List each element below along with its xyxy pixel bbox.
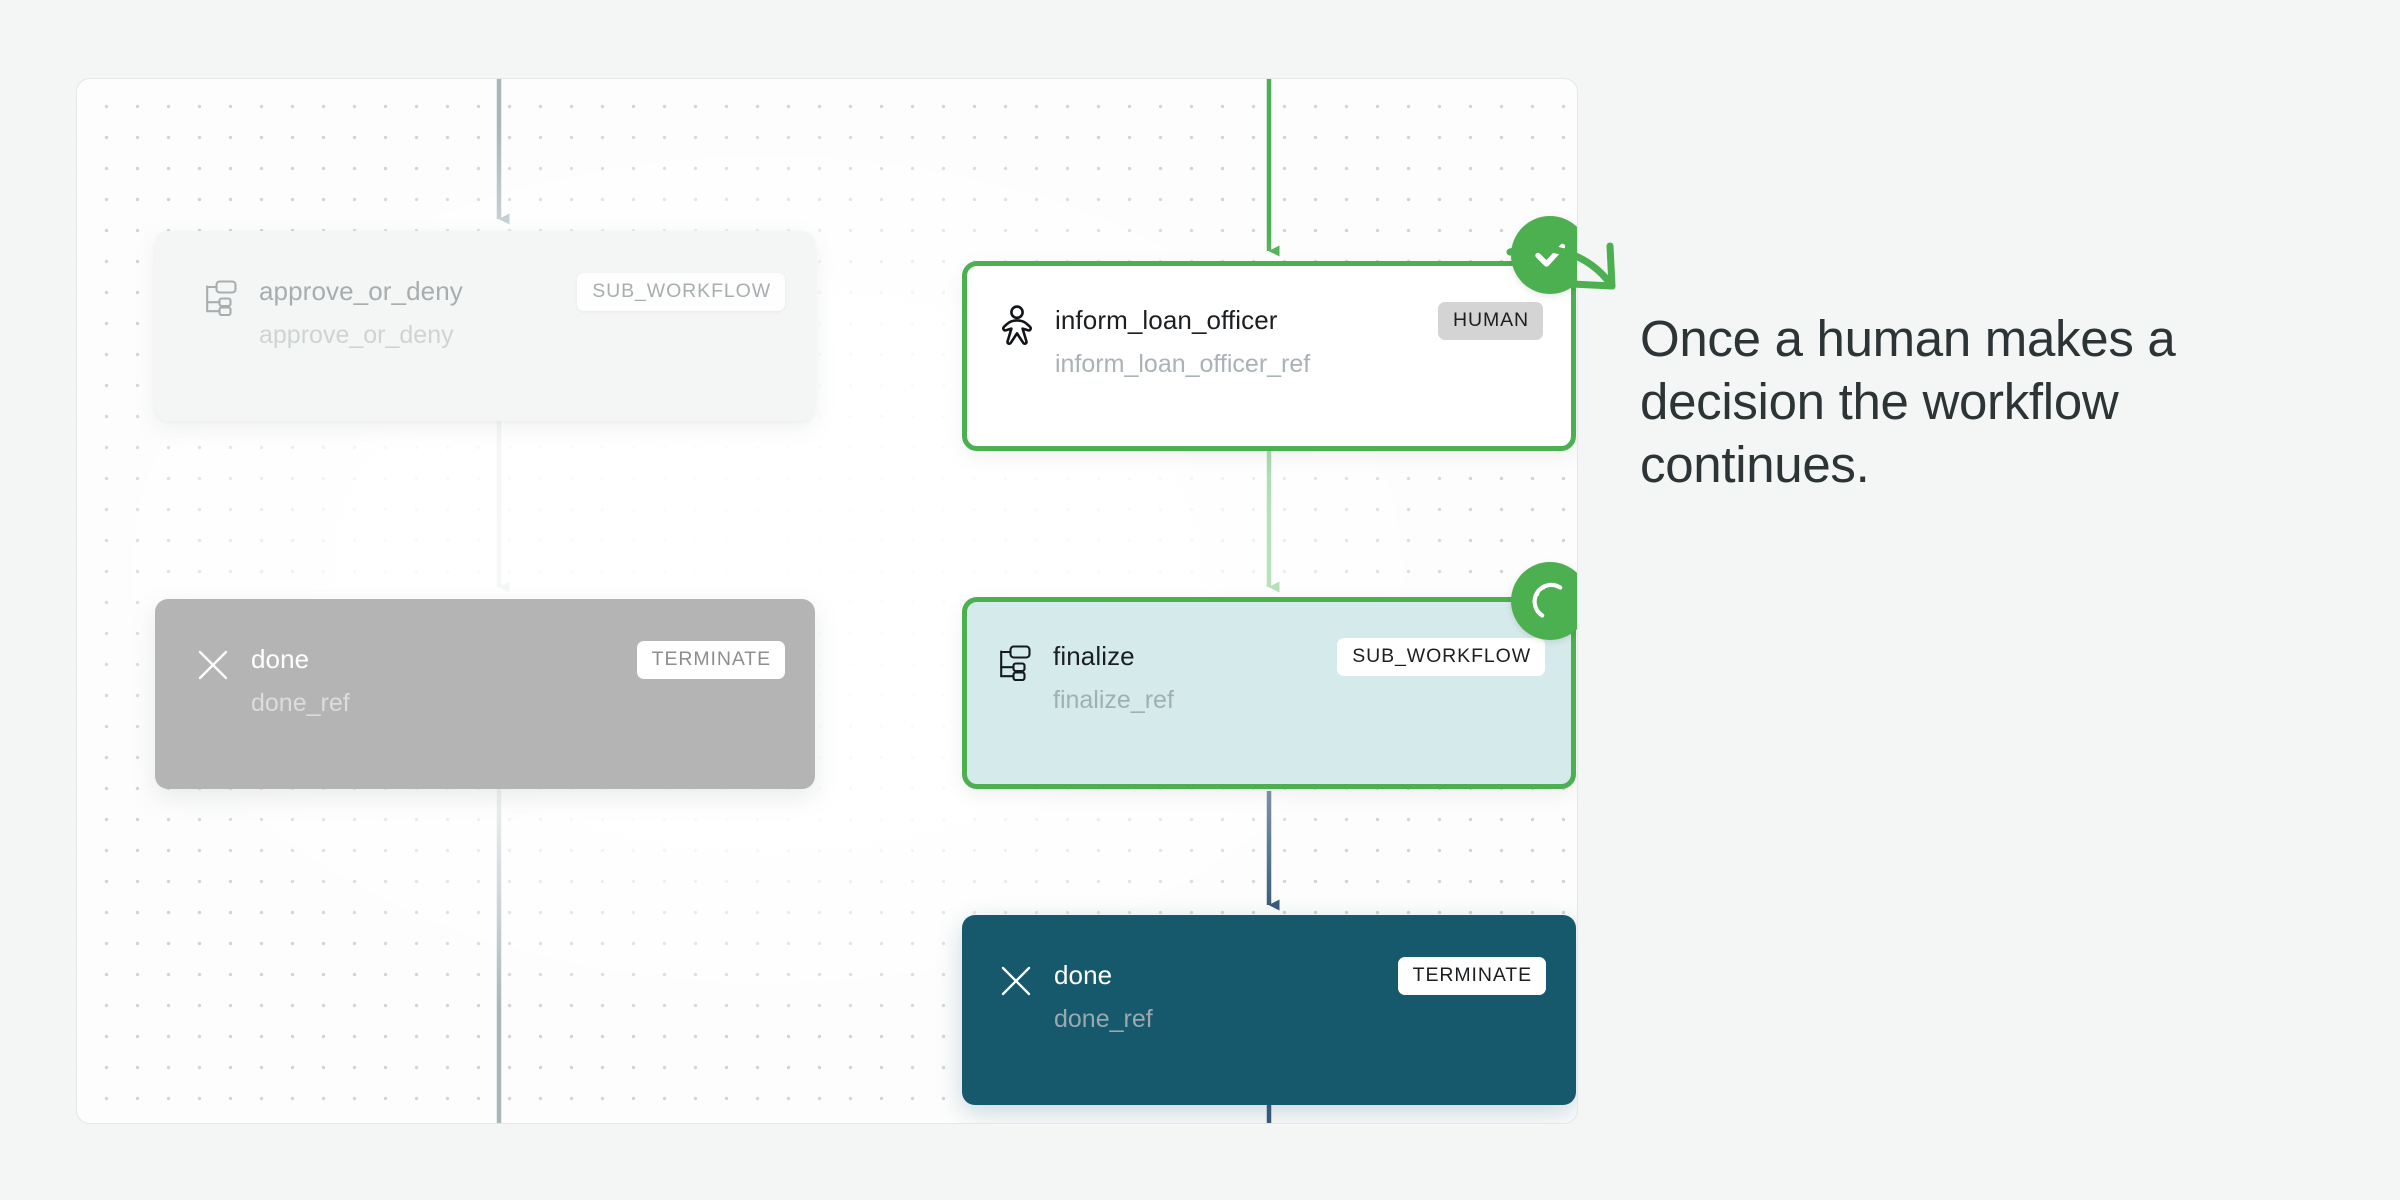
- node-finalize[interactable]: finalize SUB_WORKFLOW finalize_ref: [962, 597, 1576, 789]
- annotation-text: Once a human makes a decision the workfl…: [1640, 310, 2176, 494]
- spinner-icon: [1511, 562, 1577, 640]
- curved-arrow-icon: [1506, 242, 1616, 290]
- node-type-badge: SUB_WORKFLOW: [1337, 638, 1545, 676]
- node-type-badge: SUB_WORKFLOW: [577, 273, 785, 311]
- node-ref: approve_or_deny: [259, 320, 454, 349]
- node-ref: done_ref: [251, 688, 350, 717]
- sub-workflow-icon: [993, 638, 1037, 686]
- node-done-dark[interactable]: done TERMINATE done_ref: [962, 915, 1576, 1105]
- workflow-canvas[interactable]: approve_or_deny SUB_WORKFLOW approve_or_…: [76, 78, 1578, 1124]
- node-title: finalize: [1053, 641, 1135, 672]
- node-title: done: [251, 644, 310, 675]
- node-title: inform_loan_officer: [1055, 305, 1278, 336]
- close-x-icon: [994, 957, 1038, 1005]
- node-ref: inform_loan_officer_ref: [1055, 349, 1311, 378]
- node-type-badge: HUMAN: [1438, 302, 1543, 340]
- node-inform-loan-officer[interactable]: inform_loan_officer HUMAN inform_loan_of…: [962, 261, 1576, 451]
- node-title: done: [1054, 960, 1113, 991]
- sub-workflow-icon: [199, 273, 243, 321]
- node-title: approve_or_deny: [259, 276, 463, 307]
- node-approve-or-deny[interactable]: approve_or_deny SUB_WORKFLOW approve_or_…: [155, 231, 815, 421]
- close-x-icon: [191, 641, 235, 689]
- node-type-badge: TERMINATE: [1397, 957, 1546, 995]
- node-type-badge: TERMINATE: [636, 641, 785, 679]
- node-ref: done_ref: [1054, 1004, 1153, 1033]
- node-ref: finalize_ref: [1053, 685, 1174, 714]
- node-done-gray[interactable]: done TERMINATE done_ref: [155, 599, 815, 789]
- person-icon: [995, 302, 1039, 350]
